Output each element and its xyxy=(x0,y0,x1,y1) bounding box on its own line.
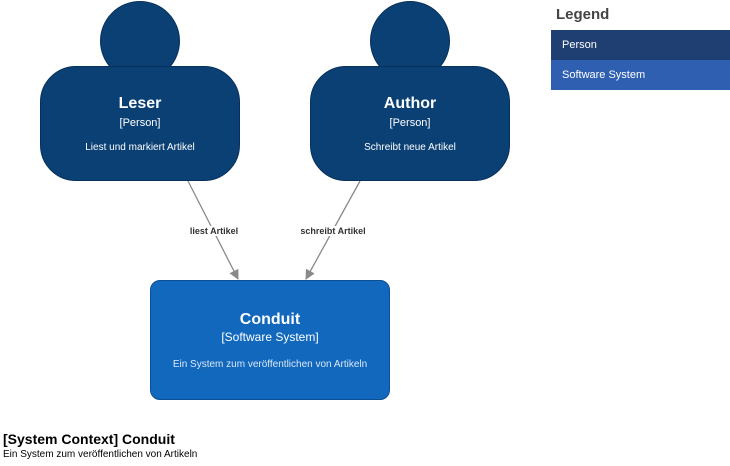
legend-item-person[interactable]: Person xyxy=(551,30,730,60)
person-type: [Person] xyxy=(119,117,161,129)
legend-title: Legend xyxy=(556,6,610,23)
person-body: Leser [Person] Liest und markiert Artike… xyxy=(40,66,240,181)
person-author[interactable]: Author [Person] Schreibt neue Artikel xyxy=(310,1,510,181)
legend-item-software-system[interactable]: Software System xyxy=(551,60,730,90)
diagram-footer: [System Context] Conduit Ein System zum … xyxy=(3,431,197,460)
person-body: Author [Person] Schreibt neue Artikel xyxy=(310,66,510,181)
relationship-label-schreibt: schreibt Artikel xyxy=(300,226,366,236)
system-description: Ein System zum veröffentlichen von Artik… xyxy=(172,359,368,370)
person-description: Schreibt neue Artikel xyxy=(364,142,456,153)
relationship-label-liest: liest Artikel xyxy=(189,226,239,236)
legend: Legend Person Software System xyxy=(551,0,730,90)
person-name: Leser xyxy=(118,95,162,112)
diagram-title: [System Context] Conduit xyxy=(3,431,175,447)
system-name: Conduit xyxy=(239,311,301,328)
diagram-description: Ein System zum veröffentlichen von Artik… xyxy=(3,449,198,460)
software-system-conduit[interactable]: Conduit [Software System] Ein System zum… xyxy=(150,280,390,400)
person-name: Author xyxy=(383,95,437,112)
person-description: Liest und markiert Artikel xyxy=(85,142,195,153)
person-leser[interactable]: Leser [Person] Liest und markiert Artike… xyxy=(40,1,240,181)
system-type: [Software System] xyxy=(221,330,319,344)
person-type: [Person] xyxy=(389,117,431,129)
